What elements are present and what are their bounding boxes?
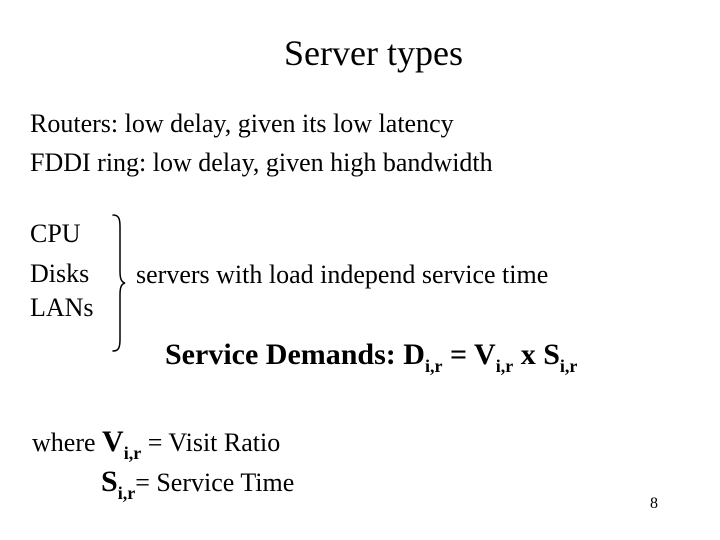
service-time-text: = Service Time (135, 468, 295, 497)
formula-equals-sign: = (449, 338, 468, 371)
bullet-fddi: FDDI ring: low delay, given high bandwid… (30, 148, 493, 177)
v-subscript: i,r (123, 443, 142, 463)
where-keyword: where (32, 428, 96, 457)
v-symbol: V (102, 425, 124, 458)
definition-visit-ratio: where Vi,r = Visit Ratio (32, 425, 281, 463)
server-item-cpu: CPU (30, 219, 81, 248)
formula-v-subscript: i,r (495, 356, 514, 376)
formula-d-symbol: D (403, 338, 425, 371)
definition-service-time: Si,r= Service Time (101, 465, 295, 503)
formula-s-subscript: i,r (559, 356, 578, 376)
s-subscript: i,r (117, 483, 136, 503)
formula-times-sign: x (520, 338, 536, 371)
server-group-caption: servers with load independ service time (136, 260, 549, 289)
server-item-lans: LANs (30, 293, 94, 322)
bullet-routers: Routers: low delay, given its low latenc… (30, 109, 454, 138)
visit-ratio-text: = Visit Ratio (147, 428, 281, 457)
formula-s-symbol: S (543, 338, 560, 371)
service-demands-formula: Service Demands: Di,r = Vi,r x Si,r (165, 338, 578, 376)
formula-d-subscript: i,r (424, 356, 443, 376)
right-brace-icon (112, 214, 126, 352)
formula-v-symbol: V (474, 338, 496, 371)
s-symbol: S (101, 465, 118, 498)
formula-label: Service Demands: (165, 338, 396, 371)
page-number: 8 (650, 495, 658, 512)
server-item-disks: Disks (30, 259, 90, 288)
slide-title: Server types (284, 33, 463, 73)
